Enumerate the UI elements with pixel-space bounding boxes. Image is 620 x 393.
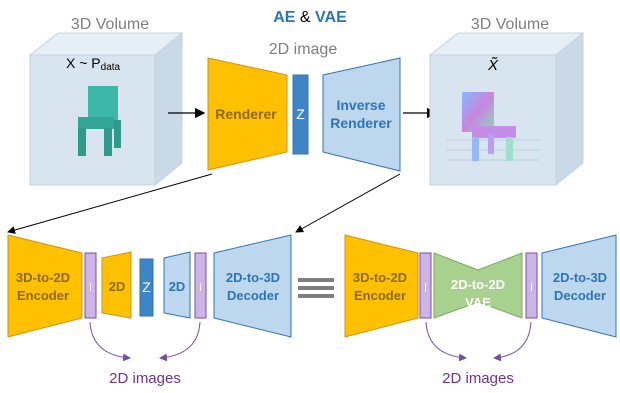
br-decoder-line1: 2D-to-3D: [553, 270, 607, 285]
latent-z-label: Z: [296, 106, 305, 122]
latent-z-block: [292, 74, 309, 155]
bottom-left-pipeline: 3D-to-2D Encoder I 2D Z 2D I 2D-to-3D De…: [7, 234, 292, 387]
title-vae: VAE: [315, 9, 347, 26]
equivalence-icon: [298, 278, 334, 298]
title-ae: AE: [273, 9, 296, 26]
bl-decoder-block: [213, 234, 292, 338]
title: AE & VAE: [273, 9, 347, 26]
bl-encoder-line1: 3D-to-2D: [16, 270, 70, 285]
br-encoder-block: [344, 234, 419, 338]
bl-enc2d-label: 2D: [109, 279, 126, 294]
arrow-expand-inverse: [295, 173, 401, 233]
bl-image-slot-2-label: I: [199, 282, 202, 294]
svg-text:AE & VAE: AE & VAE: [273, 9, 347, 26]
br-encoder-line2: Encoder: [354, 288, 406, 303]
br-image-slot-2-label: I: [530, 282, 533, 294]
right-volume-label: 3D Volume: [471, 16, 549, 33]
bl-encoder-block: [7, 234, 83, 338]
inverse-renderer-line1: Inverse: [336, 97, 385, 113]
bl-encoder-line2: Encoder: [17, 288, 69, 303]
br-decoder-block: [541, 234, 617, 338]
br-encoder-line1: 3D-to-2D: [353, 270, 407, 285]
br-caption-arrow-1: [425, 321, 467, 362]
br-image-slot-1: [419, 252, 432, 319]
left-volume-expr: X ~ Pdata: [66, 55, 121, 73]
bl-caption-arrow-1: [89, 321, 131, 362]
bl-dec2d-label: 2D: [169, 279, 186, 294]
renderer-block: [207, 57, 288, 171]
br-vae-line1: 2D-to-2D: [451, 277, 505, 292]
bl-decoder-line1: 2D-to-3D: [226, 270, 280, 285]
br-image-slot-1-label: I: [424, 282, 427, 294]
left-volume-label: 3D Volume: [71, 16, 149, 33]
bl-latent-label: Z: [142, 279, 151, 295]
br-decoder-line2: Decoder: [554, 288, 606, 303]
bottom-right-pipeline: 3D-to-2D Encoder I 2D-to-2D VAE I 2D-to-…: [344, 234, 617, 387]
right-volume-cube: [428, 31, 585, 187]
bl-image-slot-1-label: I: [89, 282, 92, 294]
bl-enc2d-block: [101, 251, 132, 319]
bl-caption: 2D images: [109, 370, 181, 387]
renderer-label: Renderer: [215, 106, 277, 122]
inverse-renderer-block: [322, 57, 401, 172]
br-vae-line2: VAE: [465, 295, 491, 310]
left-volume-cube: [28, 31, 184, 187]
right-volume-expr: X̃: [487, 57, 499, 74]
bl-image-slot-1: [84, 252, 97, 319]
bl-image-slot-2: [194, 252, 207, 319]
br-image-slot-2: [525, 252, 538, 319]
reconstructed-chair-icon: [446, 92, 540, 161]
br-caption: 2D images: [442, 370, 514, 387]
image-label: 2D image: [269, 41, 338, 58]
bl-caption-arrow-2: [159, 321, 201, 362]
arrow-expand-renderer: [7, 173, 213, 234]
br-caption-arrow-2: [493, 321, 532, 362]
bl-decoder-line2: Decoder: [227, 288, 279, 303]
br-vae-block: [433, 252, 523, 319]
bl-dec2d-block: [163, 251, 191, 319]
bl-latent-block: [139, 258, 154, 317]
chair-voxel-icon: [78, 86, 121, 156]
inverse-renderer-line2: Renderer: [330, 115, 392, 131]
title-amp: &: [295, 9, 315, 26]
